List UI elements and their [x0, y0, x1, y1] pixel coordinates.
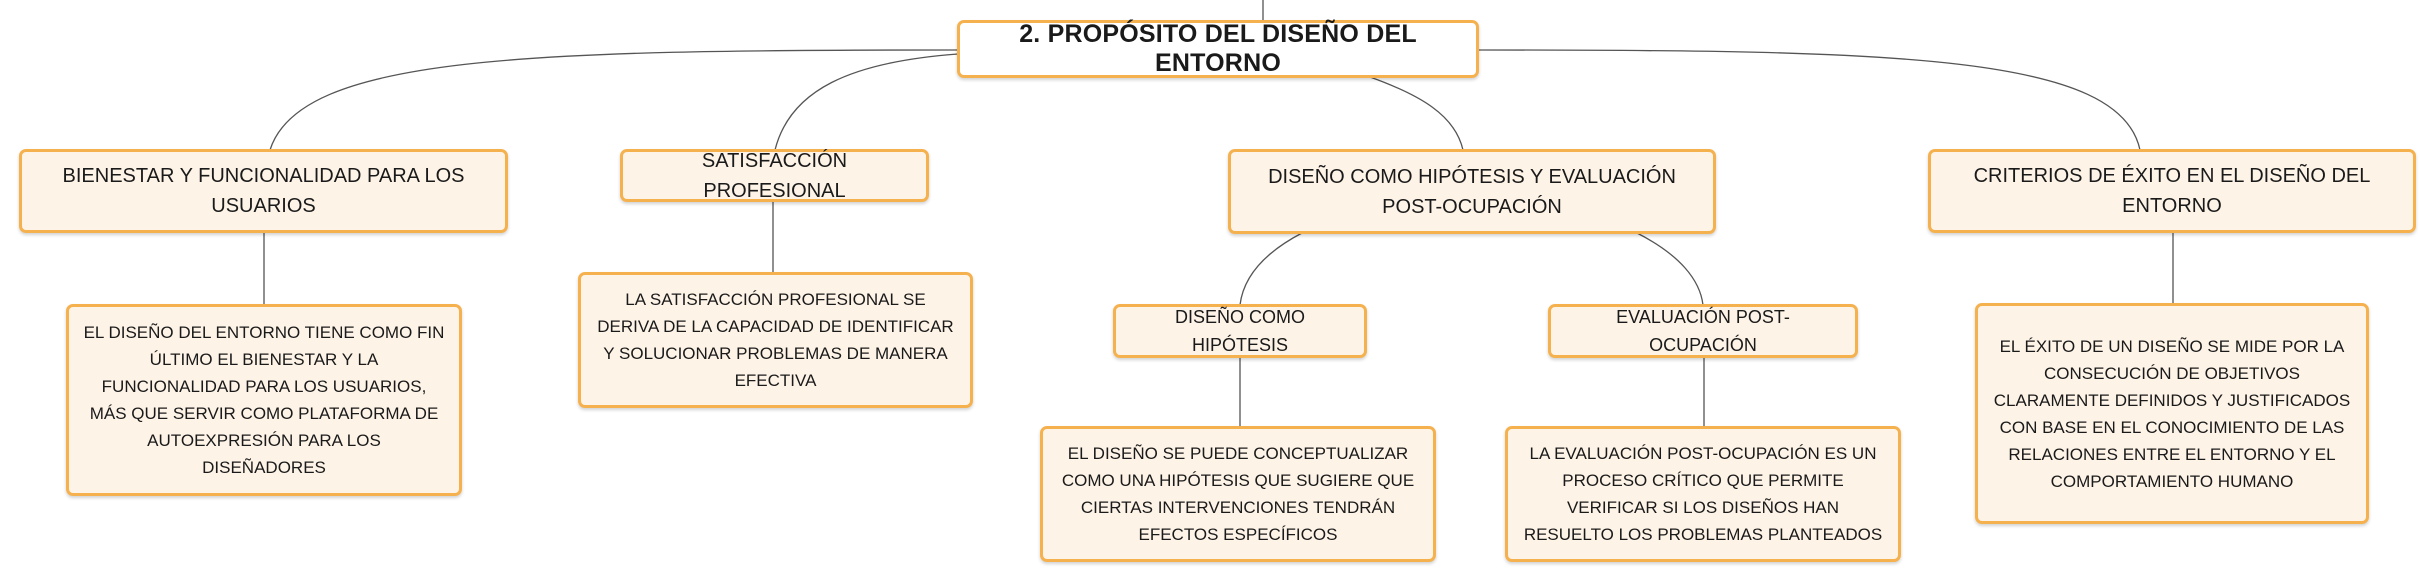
- connector-root-to-branch-1: [269, 49, 959, 151]
- detail-satisfaccion[interactable]: LA SATISFACCIÓN PROFESIONAL SE DERIVA DE…: [578, 272, 973, 408]
- detail-bienestar[interactable]: EL DISEÑO DEL ENTORNO TIENE COMO FIN ÚLT…: [66, 304, 462, 496]
- root-node[interactable]: 2. PROPÓSITO DEL DISEÑO DEL ENTORNO: [957, 20, 1479, 78]
- branch-satisfaccion[interactable]: SATISFACCIÓN PROFESIONAL: [620, 149, 929, 202]
- detail-criterios-exito[interactable]: EL ÉXITO DE UN DISEÑO SE MIDE POR LA CON…: [1975, 303, 2369, 524]
- branch-criterios-exito[interactable]: CRITERIOS DE ÉXITO EN EL DISEÑO DEL ENTO…: [1928, 149, 2416, 233]
- branch-bienestar[interactable]: BIENESTAR Y FUNCIONALIDAD PARA LOS USUAR…: [19, 149, 508, 233]
- connector-branch-3-to-sub-2: [1636, 232, 1704, 306]
- sub-evaluacion-post-ocupacion[interactable]: EVALUACIÓN POST-OCUPACIÓN: [1548, 304, 1858, 358]
- sub-diseno-como-hipotesis[interactable]: DISEÑO COMO HIPÓTESIS: [1113, 304, 1367, 358]
- detail-evaluacion-post-ocupacion[interactable]: LA EVALUACIÓN POST-OCUPACIÓN ES UN PROCE…: [1505, 426, 1901, 562]
- connector-branch-3-to-sub-1: [1239, 232, 1303, 306]
- connector-root-to-branch-3: [1369, 76, 1464, 151]
- branch-diseno-hipotesis-evaluacion[interactable]: DISEÑO COMO HIPÓTESIS Y EVALUACIÓN POST-…: [1228, 149, 1716, 234]
- connector-root-to-branch-2: [774, 53, 959, 151]
- detail-diseno-como-hipotesis[interactable]: EL DISEÑO SE PUEDE CONCEPTUALIZAR COMO U…: [1040, 426, 1436, 562]
- connector-root-to-branch-4: [1477, 49, 2141, 151]
